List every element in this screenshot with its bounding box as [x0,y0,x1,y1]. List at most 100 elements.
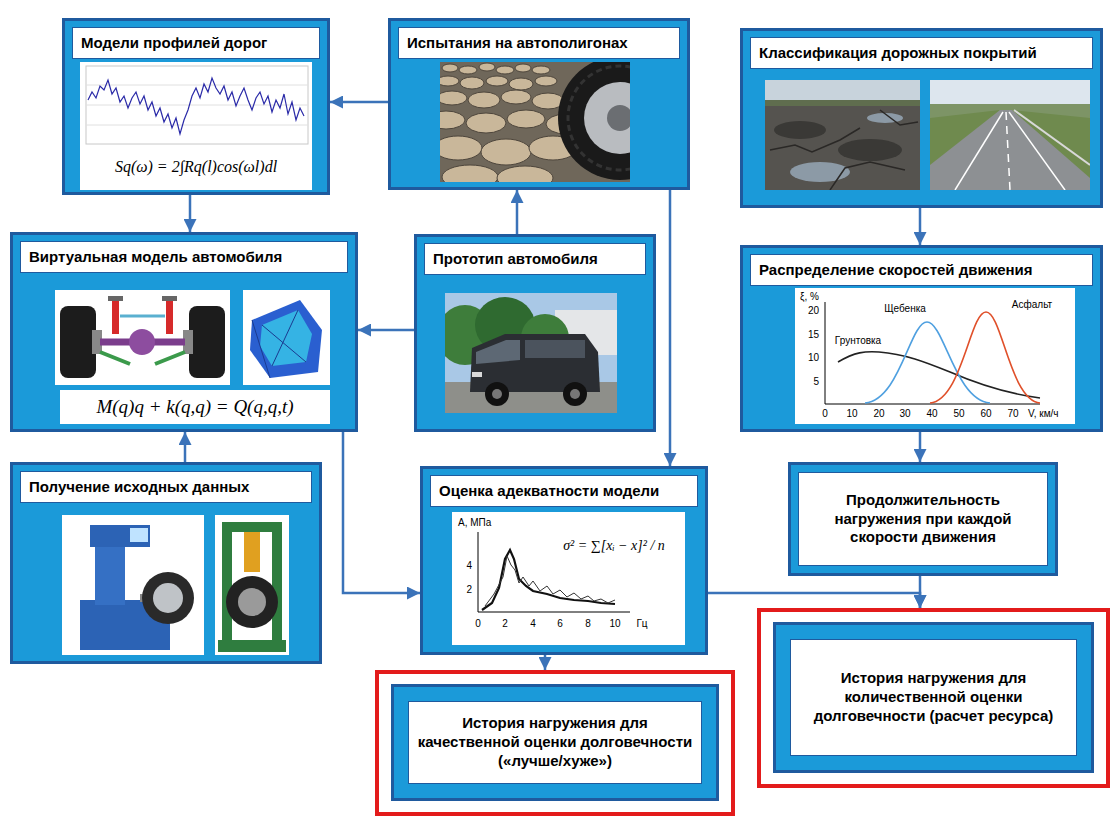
wheel-rim [584,82,630,154]
result-box: История нагружения для качественной оцен… [375,670,735,816]
chart-panel [452,512,685,645]
cobblestone [466,113,506,133]
box-text: Продолжительность нагружения при каждой … [798,472,1048,566]
chart-label: 10 [808,352,819,363]
result-frame: История нагружения для качественной оцен… [391,684,719,801]
differential [129,329,155,355]
formula-panel [60,390,330,424]
chart-label: 5 [813,375,819,386]
stand-base [218,640,286,652]
shock-absorber [166,300,173,334]
fe-model-face [260,310,312,366]
image-panel [215,515,289,655]
chart-label: A, МПа [458,517,491,528]
asphalt [765,80,920,190]
chart-frame [86,66,308,144]
chart-label: 50 [953,408,964,419]
chart-label: ξ, % [800,291,819,302]
puddle [790,162,850,182]
tire [60,306,96,378]
grid-line [86,125,308,126]
stand-actuator [244,532,260,572]
chart-label: 20 [808,305,819,316]
prototype-photo [445,293,617,413]
van-wheel [485,382,509,406]
flow-arrow [919,576,922,608]
flow-arrow [669,190,672,466]
box-title: Получение исходных данных [20,471,312,503]
chart-label: 0 [822,408,828,419]
lane-line [955,112,1003,190]
x-axis [825,404,1040,405]
formula: Sq(ω) = 2∫Rq(l)cos(ωl)dl [80,151,312,183]
cobblestone [509,78,533,90]
flow-arrow [544,655,547,670]
box-title: Распределение скоростей движения [750,254,1093,286]
cobblestone [459,66,477,74]
computed-spectrum [482,550,615,610]
sky [930,80,1090,190]
flow-arrow [330,101,388,104]
chart-label: 40 [926,408,937,419]
box-title: Модели профилей дорог [72,27,320,59]
tire-tread [568,66,630,170]
pothole [774,121,826,139]
chart-label: 60 [980,408,991,419]
guardrail [1014,110,1090,165]
cobblestone [497,166,553,182]
chart-label: 20 [873,408,884,419]
box-title: Классификация дорожных покрытий [750,37,1093,69]
result-box: Продолжительность нагружения при каждой … [788,462,1058,576]
chart-label: 70 [1007,408,1018,419]
profile-signal [88,78,304,134]
box-title: Прототип автомобиля [424,243,646,275]
chart-label: 30 [899,408,910,419]
test-track-photo [440,62,630,182]
lane-line [1006,112,1010,190]
asphalt-curve [930,312,1040,403]
box-text: История нагружения для количественной оц… [790,639,1077,756]
test-rim [153,583,183,613]
flow-arrow [516,190,519,234]
cobblestone [532,66,550,74]
image-panel [243,290,330,385]
cobblestone [440,136,482,160]
chart-label: 2 [502,618,508,629]
cobblestone [442,165,498,182]
stand-frame [222,522,232,646]
chart-label: 10 [609,618,620,629]
chart-label: Гц [636,618,647,629]
box-title: Виртуальная модель автомобиля [20,241,348,273]
flow-arrow [358,329,414,332]
broken-road-photo [765,80,920,190]
chart-label: 0 [475,618,481,629]
cobblestone [481,139,531,165]
road-surface [930,110,1090,190]
tire [189,306,225,378]
cobblestone [501,90,531,104]
control-arm [155,352,185,364]
flow-arrow [343,432,420,593]
link-rod [120,315,165,318]
cobblestone [507,110,545,128]
flow-arrow [708,593,920,608]
cobblestone [442,64,458,72]
box-text: История нагружения для качественной оцен… [408,701,702,784]
cobblestone [440,76,459,86]
fe-model-part [250,300,322,378]
stand-frame [272,522,282,646]
y-axis [825,302,826,404]
grid-line [86,85,308,86]
y-axis [478,532,479,612]
van-window [525,340,585,358]
crack [770,110,918,190]
chart-label: V, км/ч [1028,408,1059,419]
van-headlight [472,372,482,377]
tire [558,62,630,180]
flow-arrow [189,195,192,232]
lane-line [1009,112,1065,190]
chart-label: 4 [466,560,472,571]
highway-photo [930,80,1090,190]
chart-label: 15 [808,328,819,339]
